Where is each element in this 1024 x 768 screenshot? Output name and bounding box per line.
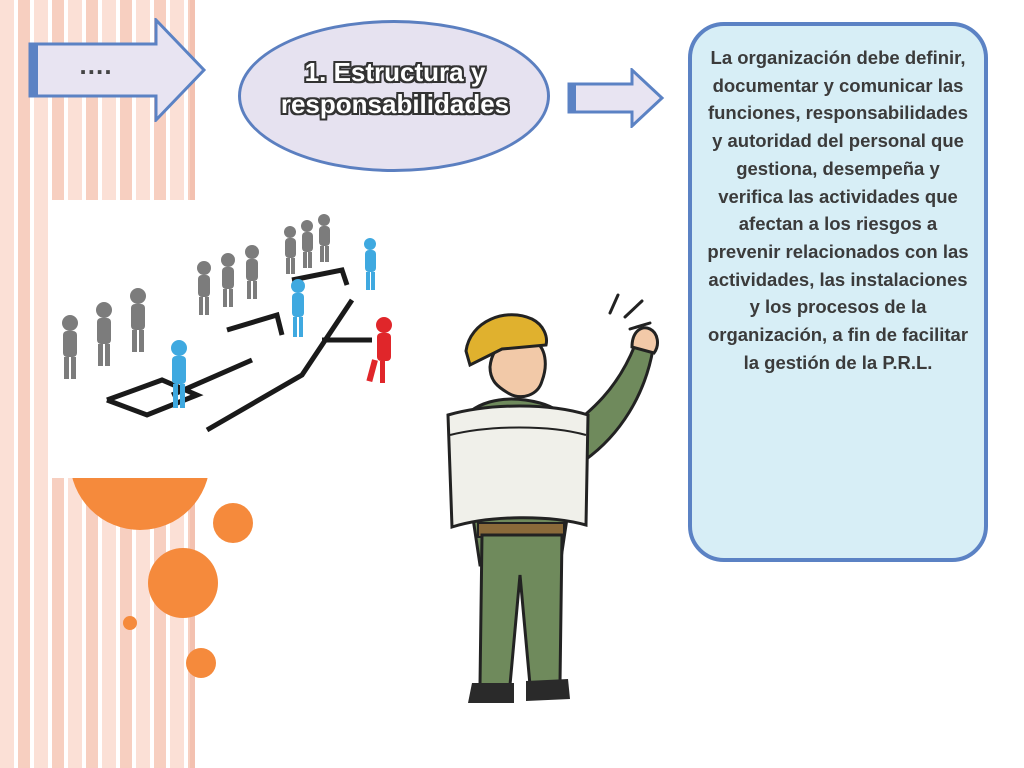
worker-illustration [446, 293, 659, 703]
orange-circle-tiny [123, 616, 137, 630]
red-person-icon [366, 317, 392, 383]
orange-circle-large [148, 548, 218, 618]
orange-circle-small [213, 503, 253, 543]
next-arrow-icon[interactable] [566, 68, 666, 128]
info-box [688, 22, 988, 562]
blue-people-icons [171, 238, 376, 408]
slide-title-line1: 1. Estructura y [304, 57, 486, 87]
org-chart-illustration [52, 200, 397, 478]
info-text: La organización debe definir, documentar… [707, 47, 969, 373]
previous-arrow-icon[interactable] [26, 18, 208, 122]
gray-people-icons [62, 214, 330, 379]
orange-circle-medium [186, 648, 216, 678]
slide-title-line2: responsabilidades [280, 89, 510, 119]
slide-title: 1. Estructura y responsabilidades [245, 56, 545, 120]
previous-arrow-label: …. [78, 50, 112, 80]
title-ellipse [238, 20, 550, 172]
